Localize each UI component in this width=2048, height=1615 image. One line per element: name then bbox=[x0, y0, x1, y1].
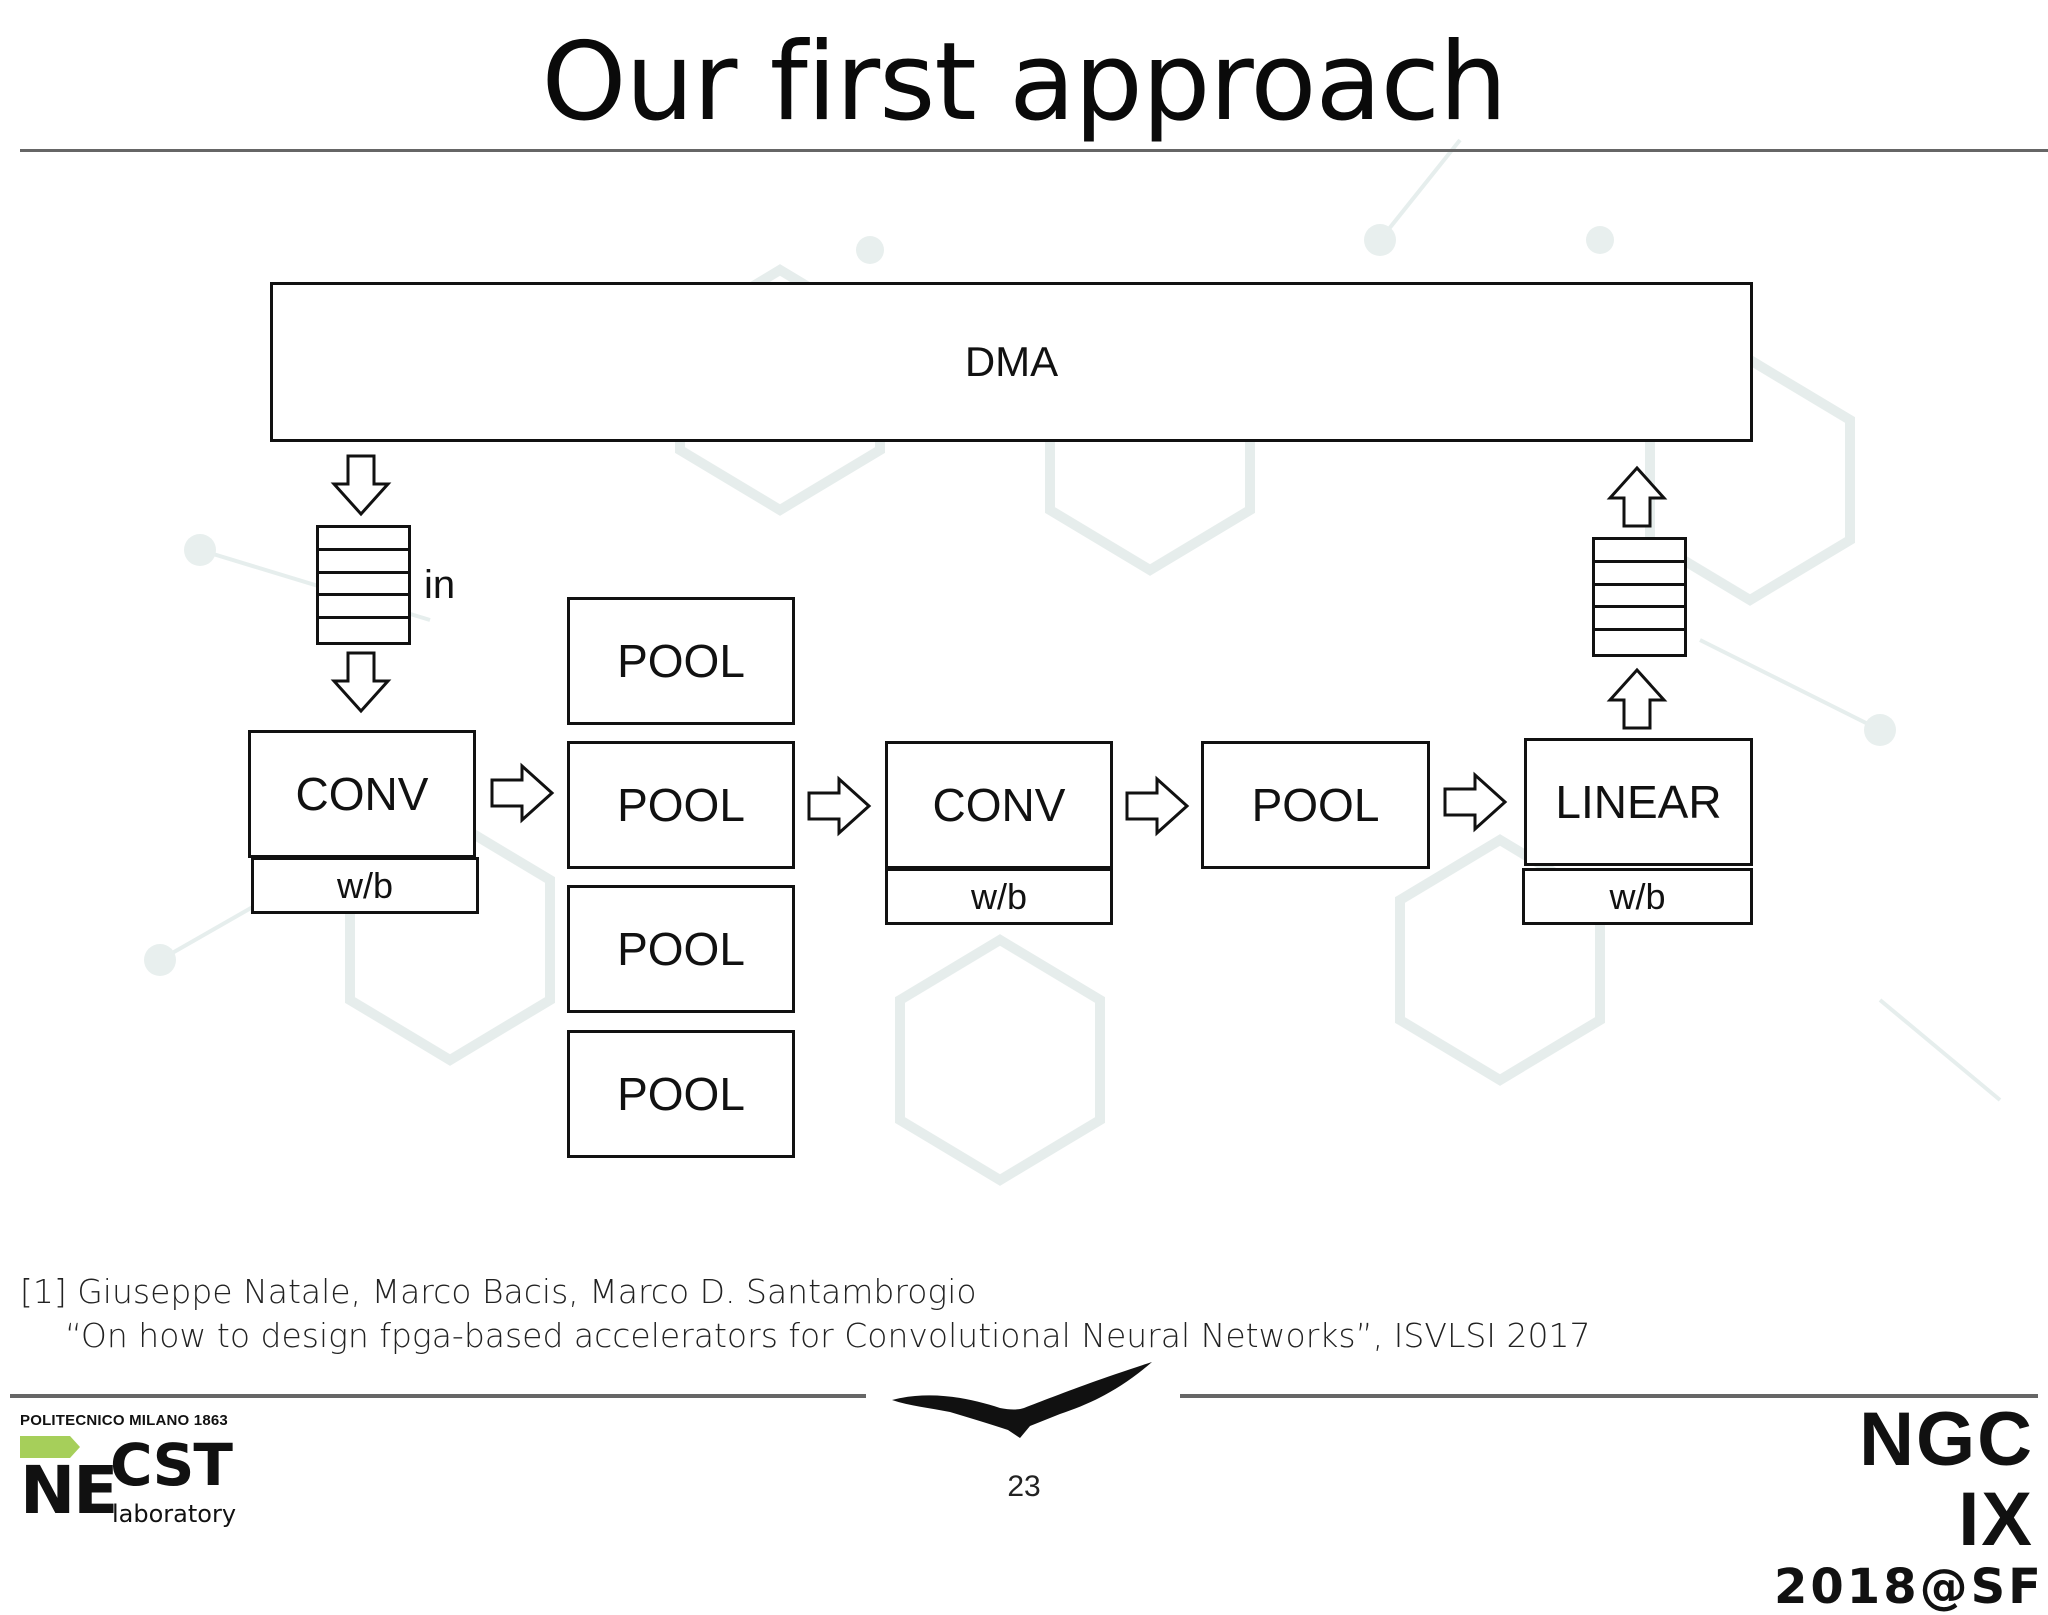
ngc-title: NGC IX bbox=[1859, 1397, 2034, 1562]
fifo-slot bbox=[319, 574, 408, 597]
fifo-slot bbox=[319, 551, 408, 574]
right-arrow-icon bbox=[1443, 771, 1508, 833]
output-fifo bbox=[1592, 537, 1687, 657]
right-arrow-icon bbox=[807, 775, 872, 837]
necst-logo: POLITECNICO MILANO 1863 NE CST laborator… bbox=[20, 1412, 260, 1530]
up-arrow-icon bbox=[1606, 465, 1668, 528]
down-arrow-icon bbox=[330, 651, 392, 714]
pool-block-5: POOL bbox=[1201, 741, 1430, 869]
pool-block-4: POOL bbox=[567, 1030, 795, 1158]
footer-divider-left bbox=[10, 1394, 866, 1398]
pool-block-3: POOL bbox=[567, 885, 795, 1013]
polimi-caption: POLITECNICO MILANO 1863 bbox=[20, 1412, 228, 1429]
page-number: 23 bbox=[1007, 1470, 1041, 1503]
reference-title: “On how to design fpga-based accelerator… bbox=[65, 1316, 1591, 1355]
necst-cst: CST bbox=[110, 1431, 233, 1499]
right-arrow-icon bbox=[1125, 775, 1190, 837]
fifo-slot bbox=[319, 528, 408, 551]
fifo-slot bbox=[1595, 563, 1684, 586]
pool-block-1: POOL bbox=[567, 597, 795, 725]
green-arrow-icon bbox=[20, 1436, 80, 1458]
fifo-slot bbox=[319, 596, 408, 620]
condor-icon bbox=[892, 1362, 1152, 1438]
necst-ne: NE bbox=[20, 1452, 118, 1529]
pool-block-2: POOL bbox=[567, 741, 795, 869]
linear-weights-block: w/b bbox=[1522, 868, 1753, 925]
reference-authors: [1] Giuseppe Natale, Marco Bacis, Marco … bbox=[20, 1272, 977, 1311]
title-divider bbox=[20, 149, 2048, 152]
necst-laboratory: laboratory bbox=[112, 1500, 237, 1528]
footer-divider-right bbox=[1180, 1394, 2038, 1398]
reference-citation: [1] Giuseppe Natale, Marco Bacis, Marco … bbox=[20, 1270, 1590, 1358]
slide-title: Our first approach bbox=[541, 20, 1508, 145]
up-arrow-icon bbox=[1606, 667, 1668, 730]
fifo-slot bbox=[1595, 540, 1684, 563]
conv-block-2: CONV bbox=[885, 741, 1113, 869]
down-arrow-icon bbox=[330, 454, 392, 517]
ngc-subtitle: 2018@SF bbox=[1774, 1559, 2044, 1615]
dma-block: DMA bbox=[270, 282, 1753, 442]
conv2-weights-block: w/b bbox=[885, 868, 1113, 925]
conv-block-1: CONV bbox=[248, 730, 476, 858]
input-fifo bbox=[316, 525, 411, 645]
right-arrow-icon bbox=[490, 762, 555, 824]
fifo-slot bbox=[1595, 631, 1684, 654]
fifo-slot bbox=[319, 619, 408, 642]
input-fifo-label: in bbox=[424, 563, 456, 607]
fifo-slot bbox=[1595, 608, 1684, 632]
conv1-weights-block: w/b bbox=[251, 857, 479, 914]
linear-block: LINEAR bbox=[1524, 738, 1753, 866]
ngc-logo: NGC IX 2018@SF bbox=[1774, 1397, 2044, 1615]
fifo-slot bbox=[1595, 586, 1684, 609]
